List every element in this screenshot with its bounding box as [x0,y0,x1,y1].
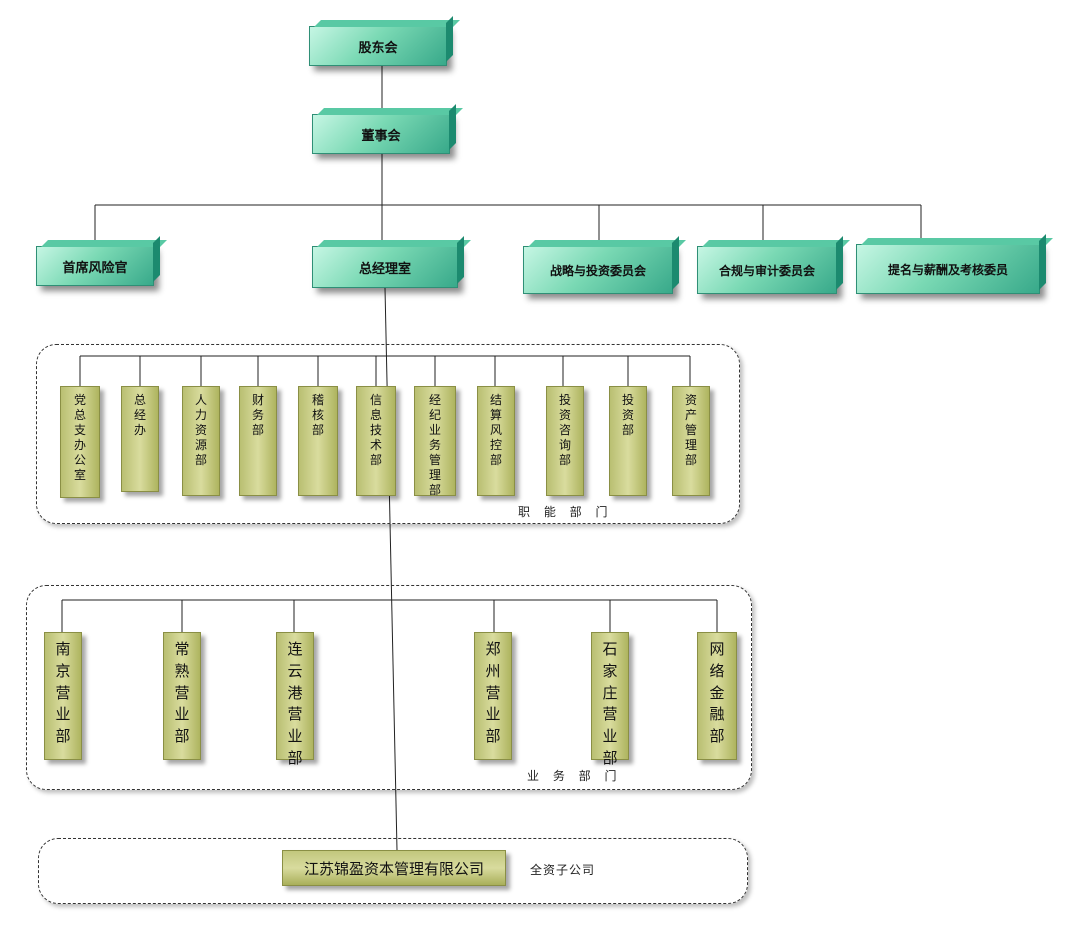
functional-dept-box-4[interactable]: 财务部 [239,386,277,496]
business-dept-box-1[interactable]: 南京营业部 [44,632,82,760]
functional-dept-box-7[interactable]: 经纪业务管理部 [414,386,456,497]
business-dept-group [26,585,752,790]
functional-dept-box-5[interactable]: 稽核部 [298,386,338,496]
strategy-committee-box[interactable]: 战略与投资委员会 [523,246,673,294]
functional-dept-box-3[interactable]: 人力资源部 [182,386,220,496]
compliance-committee-label: 合规与审计委员会 [718,263,815,278]
shareholders-box[interactable]: 股东会 [309,26,447,66]
subsidiary-name: 江苏锦盈资本管理有限公司 [303,859,484,878]
cro-box[interactable]: 首席风险官 [36,246,154,286]
functional-dept-box-9[interactable]: 投资咨询部 [546,386,584,496]
business-dept-box-2[interactable]: 常熟营业部 [163,632,201,760]
compliance-committee-box[interactable]: 合规与审计委员会 [697,246,837,294]
board-label: 董事会 [361,128,401,144]
board-box[interactable]: 董事会 [312,114,450,154]
cro-label: 首席风险官 [62,260,128,276]
gm-office-box[interactable]: 总经理室 [312,246,458,288]
business-dept-box-3[interactable]: 连云港营业部 [276,632,314,767]
functional-dept-box-1[interactable]: 党总支办公室 [60,386,100,498]
functional-dept-label: 职 能 部 门 [518,505,613,519]
shareholders-label: 股东会 [358,40,398,56]
nomination-committee-box[interactable]: 提名与薪酬及考核委员 [856,244,1040,294]
strategy-committee-label: 战略与投资委员会 [549,263,646,278]
functional-dept-box-6[interactable]: 信息技术部 [356,386,396,496]
functional-dept-group [36,344,740,524]
business-dept-box-5[interactable]: 石家庄营业部 [591,632,629,767]
functional-dept-box-8[interactable]: 结算风控部 [477,386,515,496]
business-dept-box-6[interactable]: 网络金融部 [697,632,737,760]
gm-office-label: 总经理室 [358,261,411,277]
nomination-committee-label: 提名与薪酬及考核委员 [887,262,1008,277]
functional-dept-box-10[interactable]: 投资部 [609,386,647,496]
functional-dept-box-2[interactable]: 总经办 [121,386,159,492]
subsidiary-label: 全资子公司 [530,863,596,877]
business-dept-box-4[interactable]: 郑州营业部 [474,632,512,760]
subsidiary-group [38,838,748,904]
subsidiary-box[interactable]: 江苏锦盈资本管理有限公司 [282,850,506,886]
business-dept-label: 业 务 部 门 [527,769,622,783]
functional-dept-box-11[interactable]: 资产管理部 [672,386,710,496]
